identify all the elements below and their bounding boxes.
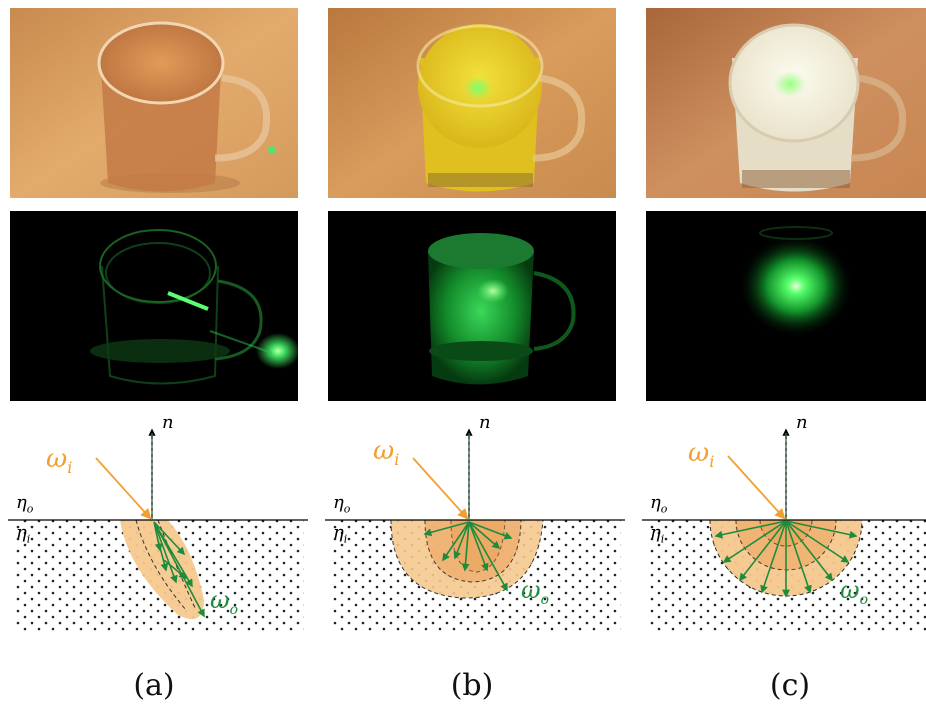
photo-tea-dark	[10, 211, 298, 401]
incident-arrow	[95, 457, 152, 520]
incident-label: ωi	[688, 438, 715, 472]
photo-juice-lit	[328, 8, 616, 198]
incident-label: ωi	[46, 444, 73, 478]
scatter-arrows	[423, 521, 513, 592]
diagram-b: n ωi ωo ηo ηi	[325, 410, 627, 650]
outgoing-label: ωo	[521, 576, 550, 608]
normal-label: n	[796, 412, 808, 433]
scatter-arrows	[714, 520, 858, 598]
scatter-arrows	[153, 521, 205, 618]
outgoing-label: ωo	[840, 576, 869, 608]
caption-b: (b)	[450, 668, 494, 703]
photo-tea-lit	[10, 8, 298, 198]
diagram-c: n ωi ωo ηo ηi	[642, 410, 926, 650]
eta-outside-label: ηo	[333, 492, 351, 516]
diagram-a: n ωi ωo ηo ηi	[8, 410, 310, 650]
outgoing-label: ωo	[210, 586, 239, 618]
eta-outside-label: ηo	[650, 492, 668, 516]
incident-arrow	[412, 457, 469, 520]
caption-c: (c)	[769, 668, 811, 703]
incident-label: ωi	[373, 436, 400, 470]
eta-inside-label: ηi	[16, 522, 31, 546]
eta-outside-label: ηo	[16, 492, 34, 516]
incident-arrow	[727, 455, 786, 520]
normal-label: n	[162, 412, 174, 433]
normal-label: n	[479, 412, 491, 433]
eta-inside-label: ηi	[650, 522, 665, 546]
photo-juice-dark	[328, 211, 616, 401]
eta-inside-label: ηi	[333, 522, 348, 546]
caption-a: (a)	[133, 668, 175, 703]
photo-milk-lit	[646, 8, 926, 198]
photo-milk-dark	[646, 211, 926, 401]
